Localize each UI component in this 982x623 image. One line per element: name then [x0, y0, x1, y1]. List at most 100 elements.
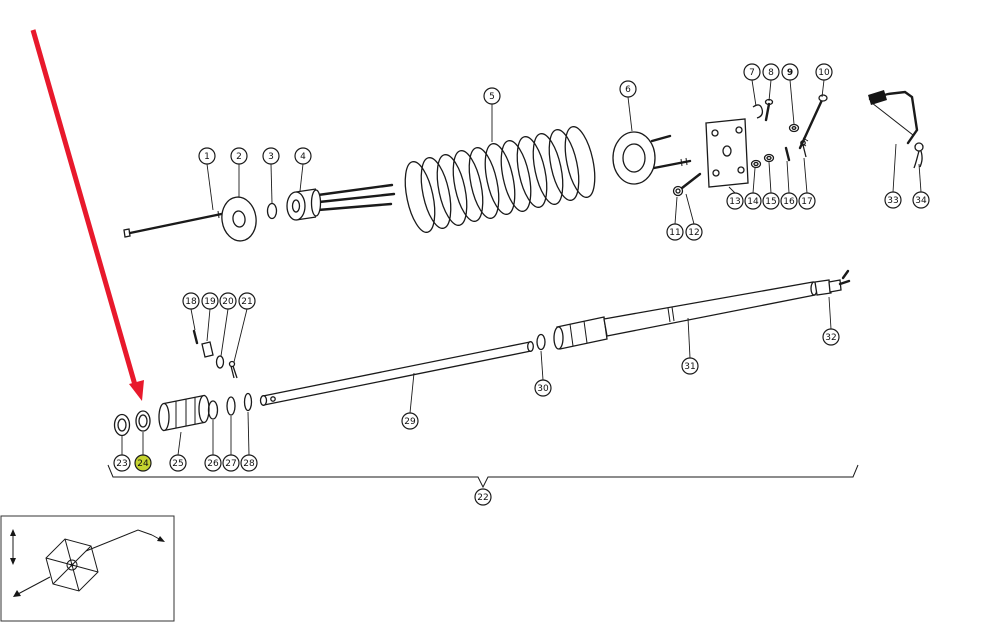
part-bracket-33 [868, 90, 919, 145]
part-nut-14 [750, 159, 762, 169]
callout-22[interactable]: 22 [474, 488, 492, 506]
callout-22-label: 22 [477, 493, 488, 503]
part-ring-28 [243, 392, 253, 412]
callout-9-label: 9 [787, 68, 793, 78]
callout-7-label: 7 [749, 68, 755, 78]
part-tine-hub [286, 183, 396, 221]
callout-14-label: 14 [747, 197, 759, 207]
callout-8-label: 8 [768, 68, 774, 78]
part-ring-27 [226, 396, 236, 416]
part-flanged-collar [612, 131, 692, 185]
part-end-fitting-32 [814, 269, 851, 296]
callout-30[interactable]: 30 [534, 350, 552, 397]
part-hex-bolt-11-12 [672, 172, 702, 197]
callout-15-label: 15 [765, 197, 776, 207]
diagonal-arrow-icon [13, 576, 51, 597]
callout-11[interactable]: 11 [666, 196, 684, 241]
callout-25-label: 25 [172, 459, 183, 469]
callout-18-label: 18 [185, 297, 197, 307]
callout-34-label: 34 [915, 196, 927, 206]
part-coil-spring [404, 126, 596, 233]
callout-11-label: 11 [669, 228, 680, 238]
callout-18[interactable]: 18 [182, 292, 200, 331]
part-tension-rod [123, 209, 233, 238]
callout-2[interactable]: 2 [230, 147, 248, 197]
callout-20-label: 20 [222, 297, 234, 307]
callout-6-label: 6 [625, 85, 631, 95]
callout-27[interactable]: 27 [222, 416, 240, 472]
part-pin-19 [201, 341, 214, 358]
callout-26-label: 26 [207, 459, 219, 469]
callout-23-label: 23 [116, 459, 127, 469]
callout-8[interactable]: 8 [762, 63, 780, 102]
updown-arrow-icon [10, 529, 16, 565]
part-sleeve-25 [158, 394, 210, 432]
callout-31[interactable]: 31 [681, 317, 699, 375]
callout-29[interactable]: 29 [401, 372, 419, 430]
callout-32[interactable]: 32 [822, 296, 840, 346]
callout-27-label: 27 [225, 459, 236, 469]
callout-5-label: 5 [489, 92, 495, 102]
part-stud-16 [784, 146, 791, 162]
part-washer-24 [135, 410, 151, 432]
callout-1-label: 1 [204, 152, 210, 162]
callout-4[interactable]: 4 [294, 147, 312, 192]
callout-13[interactable]: 13 [726, 186, 744, 210]
part-ring-20 [215, 355, 225, 369]
callout-21[interactable]: 21 [233, 292, 256, 363]
callout-1[interactable]: 1 [198, 147, 216, 211]
callout-2-label: 2 [236, 152, 242, 162]
callout-3[interactable]: 3 [262, 147, 280, 204]
callout-12-label: 12 [688, 228, 699, 238]
callout-4-label: 4 [300, 152, 306, 162]
callout-19[interactable]: 19 [201, 292, 219, 342]
callout-26[interactable]: 26 [204, 420, 222, 472]
part-washer-15 [763, 153, 775, 163]
part-mounting-plate [705, 118, 749, 188]
callout-24-highlight-circle [134, 454, 152, 472]
part-screw-8 [764, 98, 774, 122]
callout-29-label: 29 [404, 417, 416, 427]
callout-6[interactable]: 6 [619, 80, 637, 132]
callout-5[interactable]: 5 [483, 87, 501, 142]
part-washer-9 [788, 123, 800, 133]
part-outer-tube [553, 281, 818, 350]
callout-13-label: 13 [729, 197, 740, 207]
callout-24-highlighted[interactable]: 24 [134, 432, 152, 472]
group-brace-22 [107, 464, 859, 489]
part-pin-17 [800, 140, 807, 158]
callout-14[interactable]: 14 [744, 167, 762, 210]
callout-20[interactable]: 20 [219, 292, 237, 357]
callout-17-label: 17 [801, 197, 812, 207]
callout-16[interactable]: 16 [780, 160, 798, 210]
callout-7[interactable]: 7 [743, 63, 761, 107]
part-disc-washer [221, 196, 257, 242]
part-clip-7 [752, 104, 764, 119]
callout-30-label: 30 [537, 384, 549, 394]
callout-28[interactable]: 28 [240, 411, 258, 472]
callout-33[interactable]: 33 [884, 143, 902, 209]
part-cotter-pin-21 [228, 360, 238, 379]
callout-15[interactable]: 15 [762, 161, 780, 210]
callout-10-label: 10 [818, 68, 830, 78]
inset-machine-thumbnail [0, 515, 175, 622]
callout-24-label: 24 [137, 459, 149, 469]
callout-33-label: 33 [887, 196, 898, 206]
part-rclip-34 [913, 142, 924, 169]
red-pointer-arrow [30, 29, 144, 401]
callout-16-label: 16 [783, 197, 795, 207]
callout-9[interactable]: 9 [781, 63, 799, 125]
part-inner-tube [259, 341, 534, 406]
callout-28-label: 28 [243, 459, 255, 469]
callout-34[interactable]: 34 [912, 163, 930, 209]
callout-17[interactable]: 17 [798, 157, 816, 210]
callout-25[interactable]: 25 [169, 431, 187, 472]
part-ring-30 [536, 333, 546, 351]
callout-23[interactable]: 23 [113, 436, 131, 472]
callout-3-label: 3 [268, 152, 274, 162]
part-washer-23 [113, 413, 131, 437]
callout-12[interactable]: 12 [685, 193, 703, 241]
callout-21-label: 21 [241, 297, 252, 307]
callout-10[interactable]: 10 [815, 63, 833, 98]
